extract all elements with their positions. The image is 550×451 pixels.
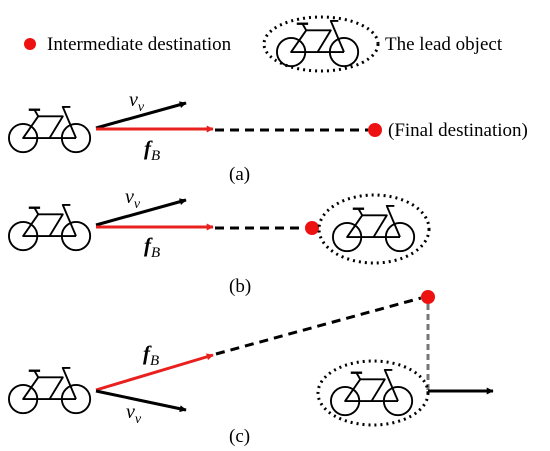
legend-destination-dot: [24, 38, 36, 50]
panel-c: fB vv (c): [7, 290, 494, 447]
velocity-label: vv: [129, 89, 145, 115]
force-arrow: [95, 353, 214, 392]
bicycle-icon: [7, 203, 92, 252]
destination-dot: [368, 123, 382, 137]
velocity-label: vv: [126, 401, 142, 427]
legend-intermediate-label: Intermediate destination: [47, 34, 232, 55]
destination-dot: [305, 221, 319, 235]
bicycle-icon: [7, 366, 92, 415]
force-label: fB: [144, 136, 160, 164]
panel-caption-b: (b): [229, 276, 251, 297]
destination-dot: [421, 290, 435, 304]
bicycle-icon: [331, 204, 416, 253]
velocity-arrow: [95, 101, 187, 130]
force-label: fB: [144, 233, 160, 261]
velocity-label: vv: [125, 186, 141, 212]
legend-lead-label: The lead object: [385, 34, 503, 55]
dashed-path: [215, 296, 422, 356]
legend: Intermediate destination The lead object: [24, 15, 503, 73]
panel-caption-a: (a): [229, 164, 250, 185]
bicycle-icon: [7, 105, 92, 154]
velocity-arrow: [95, 198, 187, 227]
legend-lead-ellipse: [262, 15, 380, 73]
lead-object-ellipse: [316, 359, 430, 427]
bicycle-icon: [275, 19, 360, 68]
panel-b: vv fB (b): [7, 186, 431, 297]
velocity-arrow: [95, 389, 187, 413]
panel-a: vv fB (Final destination) (a): [7, 89, 528, 185]
force-label: fB: [143, 341, 159, 369]
bicycle-icon: [329, 368, 414, 417]
lead-object-ellipse: [317, 193, 431, 265]
panel-caption-c: (c): [229, 426, 250, 447]
final-destination-label: (Final destination): [388, 120, 528, 141]
